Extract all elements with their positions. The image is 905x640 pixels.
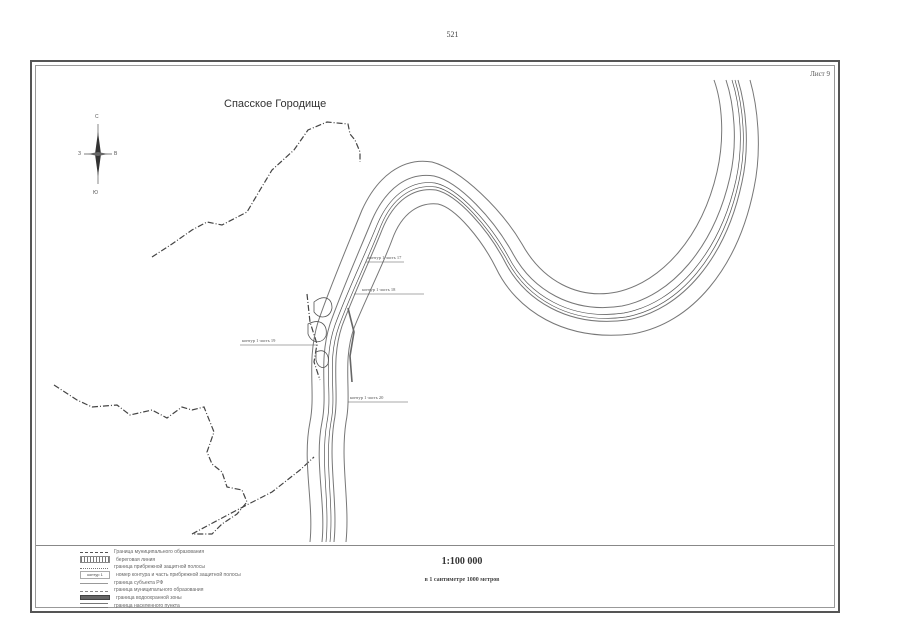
legend-swatch	[80, 556, 110, 564]
boundary-north	[151, 121, 361, 258]
legend-item: граница водоохранной зоны	[80, 594, 320, 602]
legend-item: граница субъекта РФ	[80, 579, 320, 587]
river-islands	[307, 297, 355, 383]
legend-swatch	[80, 566, 108, 569]
legend-swatch	[80, 589, 108, 592]
bank-left	[324, 79, 741, 543]
buffer-line-inner-left	[318, 79, 735, 543]
compass-west-label: З	[78, 151, 82, 157]
legend-swatch: контур 1	[80, 570, 110, 579]
scale-ratio: 1:100 000	[441, 556, 483, 567]
boundary-west	[53, 384, 248, 535]
compass-east-label: В	[114, 151, 118, 157]
compass-north-label: С	[95, 114, 99, 120]
legend-swatch	[80, 550, 108, 554]
legend-label: граница прибрежной защитной полосы	[114, 564, 205, 571]
legend-label: граница водоохранной зоны	[116, 594, 182, 601]
sheet-label: Лист 9	[810, 70, 830, 78]
legend-label: Граница муниципального образования	[114, 548, 205, 555]
boundary-mid	[306, 293, 321, 381]
municipal-boundary	[53, 121, 361, 535]
legend-item: граница муниципального образования	[80, 586, 320, 594]
map-canvas	[53, 79, 759, 543]
callout-label: контур 1 часть 17	[368, 255, 402, 260]
buffer-line-inner-right	[331, 79, 747, 543]
river-buffer	[306, 79, 759, 543]
map-frame: Лист 9	[30, 60, 840, 613]
legend-item: граница населенного пункта	[80, 602, 320, 610]
island-1	[313, 297, 333, 318]
map-legend: Граница муниципального образования берег…	[80, 548, 320, 610]
legend-swatch	[80, 595, 110, 601]
scale-description: в 1 сантиметре 1000 метров	[424, 577, 500, 583]
bank-right	[328, 79, 744, 543]
callout-leaders	[240, 261, 424, 403]
island-2	[307, 321, 327, 343]
island-3	[315, 350, 329, 368]
legend-item: контур 1 номер контура и часть прибрежно…	[80, 570, 320, 579]
channel-bar	[347, 307, 355, 383]
legend-item: береговая линия	[80, 556, 320, 564]
legend-swatch	[80, 581, 108, 585]
legend-item: Граница муниципального образования	[80, 548, 320, 556]
compass-south-label: Ю	[93, 190, 99, 196]
legend-label: береговая линия	[116, 556, 156, 563]
legend-label: граница муниципального образования	[114, 587, 204, 594]
legend-label: граница субъекта РФ	[114, 579, 164, 586]
legend-divider	[36, 545, 834, 546]
callout-label: контур 1 часть 20	[350, 395, 384, 400]
callout-label: контур 1 часть 18	[362, 287, 396, 292]
legend-item: граница прибрежной защитной полосы	[80, 563, 320, 571]
boundary-south	[191, 456, 315, 535]
callout-label: контур 1 часть 19	[242, 338, 276, 343]
legend-label: граница населенного пункта	[114, 602, 180, 609]
buffer-line-outer-left	[306, 79, 723, 543]
legend-swatch	[80, 603, 108, 609]
compass-rose-icon	[84, 124, 112, 184]
place-title: Спасское Городище	[224, 98, 327, 110]
buffer-line-outer-right	[343, 79, 759, 543]
legend-label: номер контура и часть прибрежной защитно…	[116, 571, 241, 578]
river-banks	[324, 79, 744, 543]
page-number: 521	[446, 30, 459, 39]
